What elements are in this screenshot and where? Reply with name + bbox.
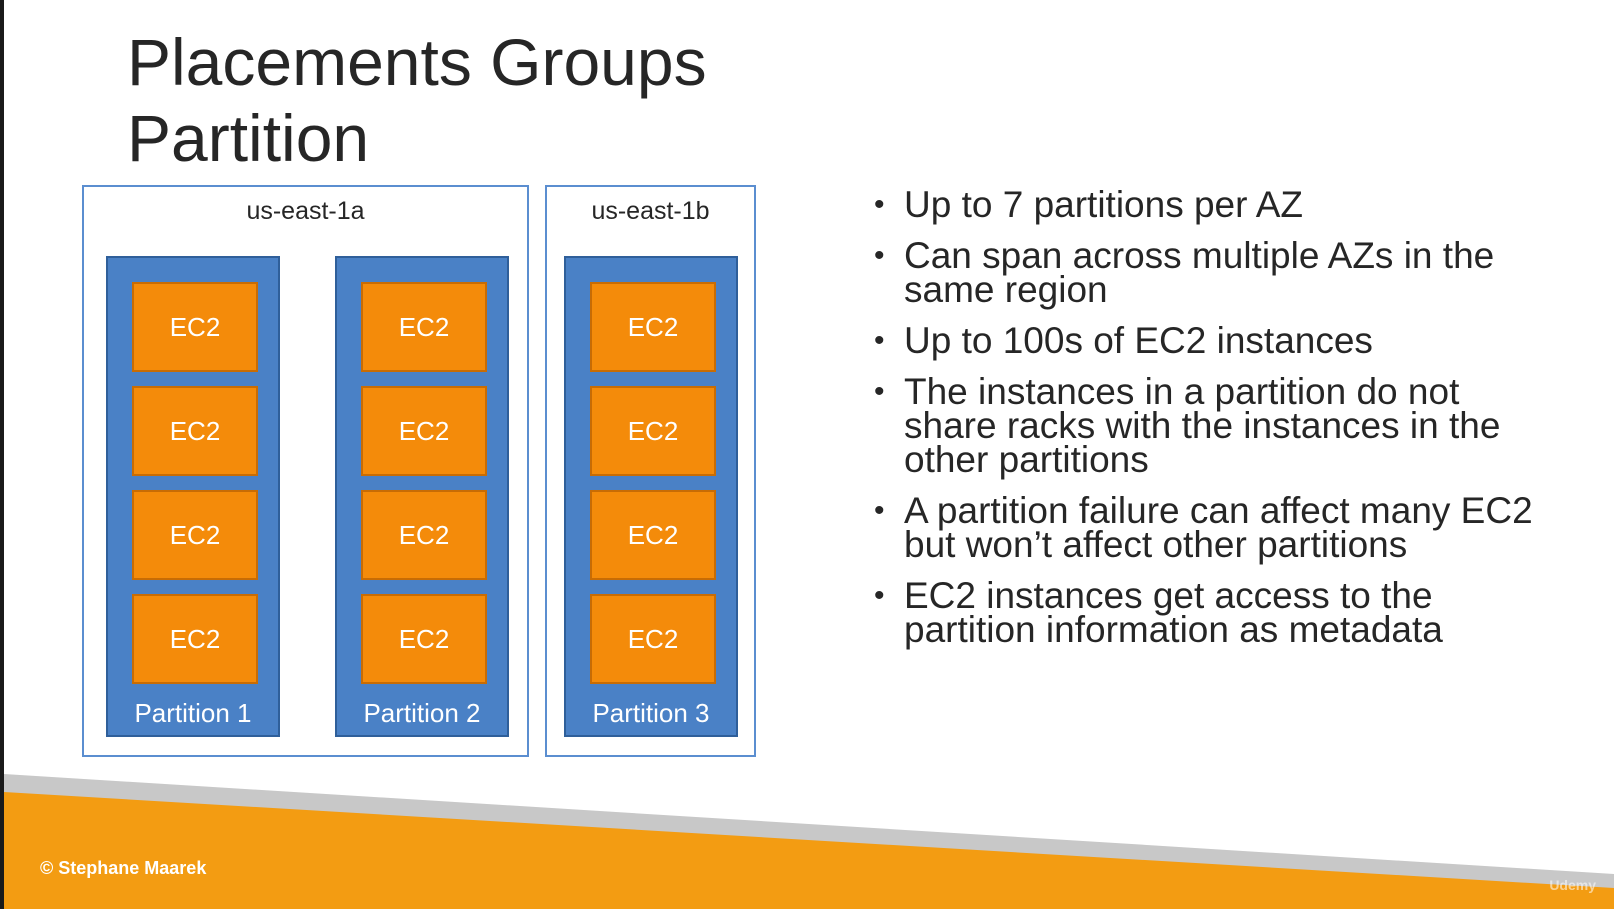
title-line-2: Partition	[127, 101, 370, 175]
bullet-text: EC2 instances get access to the partitio…	[904, 575, 1443, 650]
bullet-item: • Up to 100s of EC2 instances	[874, 322, 1554, 359]
bullet-dot: •	[874, 579, 885, 612]
partition-3: EC2 EC2 EC2 EC2 Partition 3	[564, 256, 738, 737]
ec2-instance: EC2	[361, 594, 487, 684]
partition-label: Partition 3	[592, 698, 710, 728]
footer-band	[4, 774, 1614, 909]
ec2-instance: EC2	[590, 594, 716, 684]
bullet-dot: •	[874, 188, 885, 221]
az-label: us-east-1a	[246, 197, 365, 225]
ec2-instance: EC2	[361, 490, 487, 580]
bullet-text: Up to 7 partitions per AZ	[904, 184, 1303, 225]
partition-2: EC2 EC2 EC2 EC2 Partition 2	[335, 256, 509, 737]
bullet-item: • Can span across multiple AZs in the sam…	[874, 237, 1554, 308]
bullet-text: Can span across multiple AZs in the same…	[904, 235, 1495, 310]
bullet-text: The instances in a partition do not shar…	[904, 371, 1501, 480]
bullet-dot: •	[874, 494, 885, 527]
ec2-instance: EC2	[132, 386, 258, 476]
bullet-dot: •	[874, 239, 885, 272]
ec2-instance: EC2	[590, 282, 716, 372]
bullet-item: • A partition failure can affect many EC2…	[874, 492, 1554, 563]
partition-1: EC2 EC2 EC2 EC2 Partition 1	[106, 256, 280, 737]
slide-title: Placements Groups Partition	[127, 24, 707, 176]
bullet-item: • The instances in a partition do not sha…	[874, 373, 1554, 478]
bullet-list: • Up to 7 partitions per AZ • Can span acr…	[874, 186, 1554, 664]
udemy-watermark: Udemy	[1549, 877, 1596, 893]
bullet-item: • EC2 instances get access to the partiti…	[874, 577, 1554, 648]
bullet-dot: •	[874, 375, 885, 408]
ec2-instance: EC2	[590, 490, 716, 580]
ec2-instance: EC2	[361, 282, 487, 372]
partition-label: Partition 1	[134, 698, 252, 728]
az-label: us-east-1b	[591, 197, 710, 225]
ec2-instance: EC2	[132, 490, 258, 580]
partition-label: Partition 2	[363, 698, 481, 728]
ec2-instance: EC2	[361, 386, 487, 476]
bullet-dot: •	[874, 324, 885, 357]
ec2-instance: EC2	[590, 386, 716, 476]
footer-orange-band	[4, 792, 1614, 909]
bullet-text: Up to 100s of EC2 instances	[904, 320, 1373, 361]
slide: Placements Groups Partition us-east-1a u…	[4, 0, 1614, 909]
ec2-instance: EC2	[132, 282, 258, 372]
ec2-instance: EC2	[132, 594, 258, 684]
bullet-text: A partition failure can affect many EC2 …	[904, 490, 1533, 565]
title-line-1: Placements Groups	[127, 25, 707, 99]
copyright-text: © Stephane Maarek	[40, 858, 207, 878]
bullet-item: • Up to 7 partitions per AZ	[874, 186, 1554, 223]
